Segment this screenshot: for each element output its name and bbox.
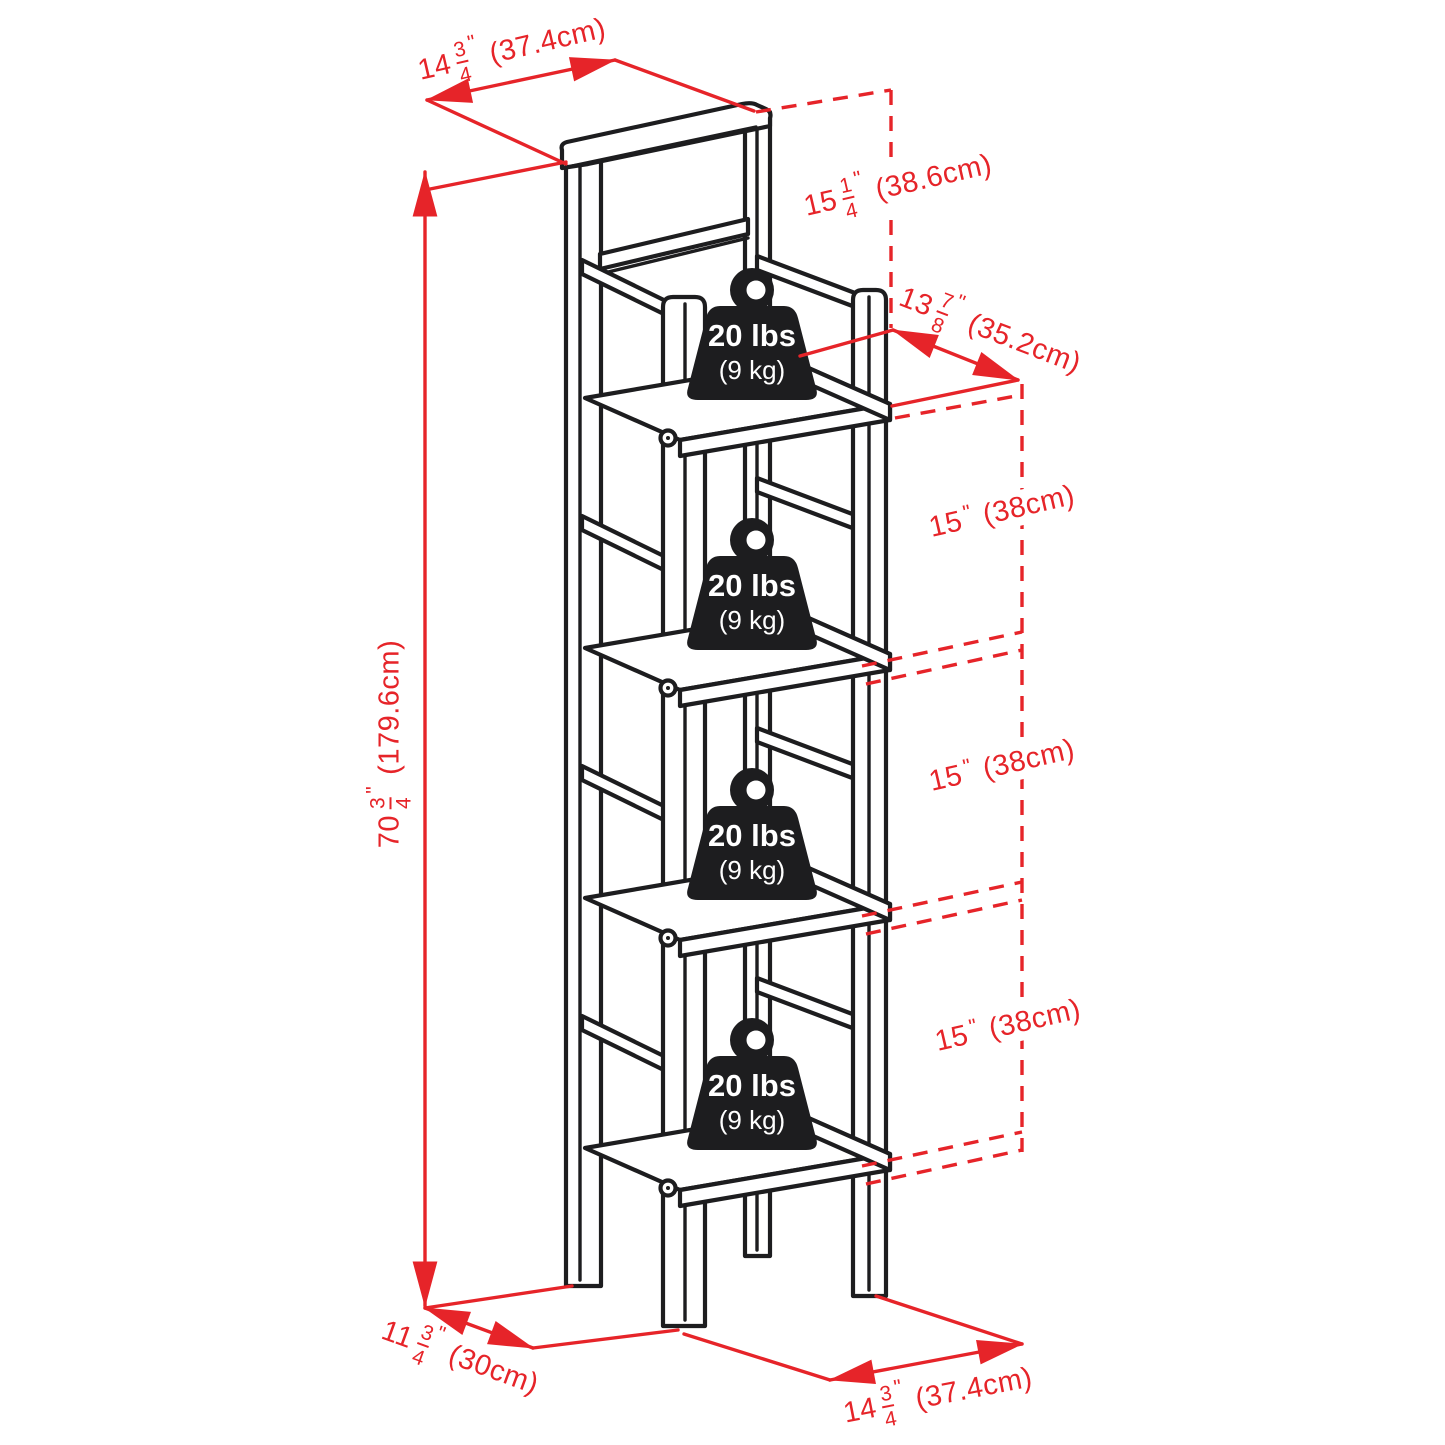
metric-value: (179.6cm) <box>373 639 406 775</box>
weight-kg: (9 kg) <box>718 605 786 636</box>
weight-kg: (9 kg) <box>718 1105 786 1136</box>
weight-lbs: 20 lbs <box>708 818 796 854</box>
cam-lock-icons <box>658 428 678 1198</box>
weight-kg: (9 kg) <box>718 855 786 886</box>
weight-kg: (9 kg) <box>718 355 786 386</box>
weight-label-4: 20 lbs (9 kg) <box>708 1069 796 1135</box>
inch-mark: " <box>960 500 974 525</box>
dimension-lines <box>412 57 1024 1384</box>
weight-icon-4 <box>687 1018 817 1150</box>
inch-mark: " <box>851 166 865 191</box>
weight-lbs: 20 lbs <box>708 1068 796 1104</box>
weight-icon-2 <box>687 518 817 650</box>
dim-value: 15 <box>931 1019 972 1058</box>
dim-value: 15 <box>925 505 966 544</box>
weight-lbs: 20 lbs <box>708 318 796 354</box>
weight-label-1: 20 lbs (9 kg) <box>708 319 796 385</box>
weight-label-2: 20 lbs (9 kg) <box>708 569 796 635</box>
weight-icon-1 <box>687 268 817 400</box>
weight-icon-3 <box>687 768 817 900</box>
dim-value: 15 <box>925 759 966 798</box>
back-crossbar <box>597 216 751 272</box>
inch-mark: " <box>892 1375 905 1400</box>
dim-value: 14 <box>414 48 455 87</box>
back-frame <box>559 101 773 275</box>
post-front-left <box>660 294 708 1329</box>
weight-label-3: 20 lbs (9 kg) <box>708 819 796 885</box>
inch-mark: " <box>960 754 974 779</box>
inch-mark: " <box>362 785 386 794</box>
weight-lbs: 20 lbs <box>708 568 796 604</box>
dim-value: 14 <box>840 1391 880 1430</box>
dim-value: 70 <box>373 814 406 849</box>
inch-mark: " <box>966 1014 980 1039</box>
post-front-right <box>850 287 889 1299</box>
post-back-left <box>563 147 604 1289</box>
dim-value: 15 <box>800 184 841 223</box>
inch-mark: " <box>465 30 479 55</box>
